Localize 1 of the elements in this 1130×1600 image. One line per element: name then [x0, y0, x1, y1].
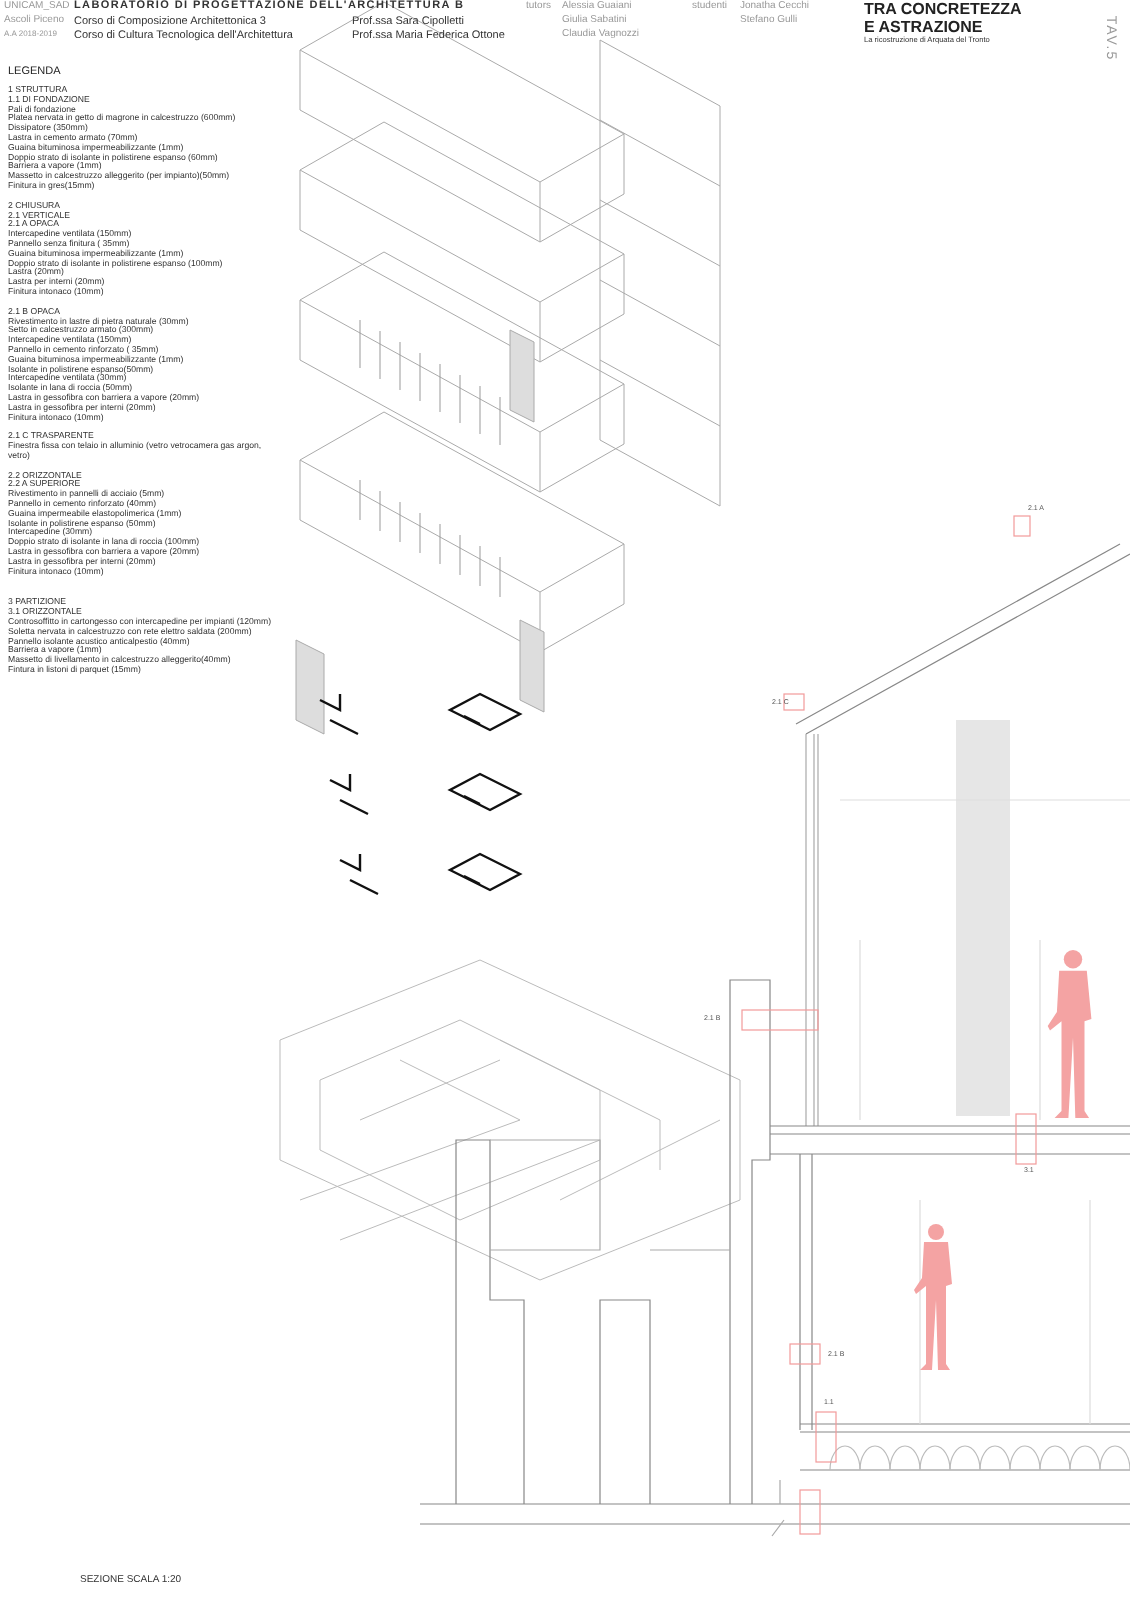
board-title: TRA CONCRETEZZA E ASTRAZIONE: [864, 2, 1024, 36]
